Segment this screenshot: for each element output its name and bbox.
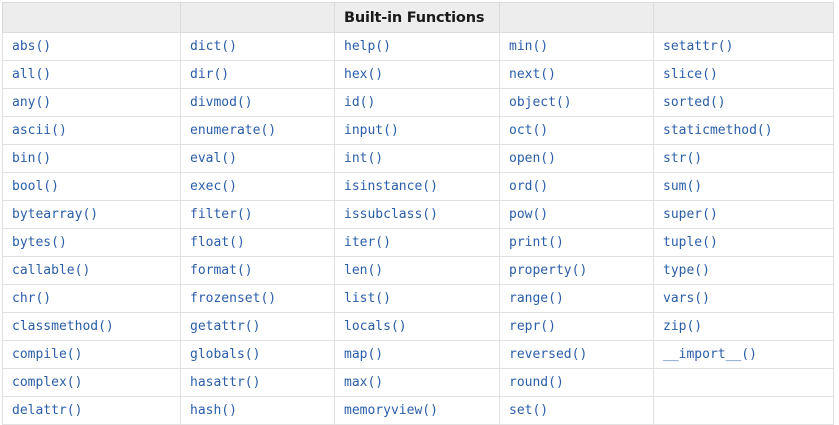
table-row: classmethod()getattr()locals()repr()zip(… bbox=[2, 312, 834, 341]
function-name-cell[interactable]: input() bbox=[334, 116, 500, 145]
empty-cell bbox=[653, 368, 834, 397]
function-name-cell[interactable]: dict() bbox=[180, 32, 335, 61]
function-name-cell[interactable]: issubclass() bbox=[334, 200, 500, 229]
table-row: bool()exec()isinstance()ord()sum() bbox=[2, 172, 834, 201]
function-name-cell[interactable]: vars() bbox=[653, 284, 834, 313]
function-name-cell[interactable]: ascii() bbox=[2, 116, 181, 145]
function-name-cell[interactable]: getattr() bbox=[180, 312, 335, 341]
table-row: bin()eval()int()open()str() bbox=[2, 144, 834, 173]
function-name-cell[interactable]: bool() bbox=[2, 172, 181, 201]
header-cell-empty-0 bbox=[2, 2, 181, 33]
table-header: Built-in Functions bbox=[2, 2, 834, 33]
function-name-cell[interactable]: callable() bbox=[2, 256, 181, 285]
function-name-cell[interactable]: all() bbox=[2, 60, 181, 89]
function-name-cell[interactable]: staticmethod() bbox=[653, 116, 834, 145]
function-name-cell[interactable]: range() bbox=[499, 284, 654, 313]
function-name-cell[interactable]: locals() bbox=[334, 312, 500, 341]
function-name-cell[interactable]: exec() bbox=[180, 172, 335, 201]
function-name-cell[interactable]: chr() bbox=[2, 284, 181, 313]
function-name-cell[interactable]: compile() bbox=[2, 340, 181, 369]
function-name-cell[interactable]: sorted() bbox=[653, 88, 834, 117]
table-header-row: Built-in Functions bbox=[2, 2, 834, 33]
function-name-cell[interactable]: slice() bbox=[653, 60, 834, 89]
function-name-cell[interactable]: bytearray() bbox=[2, 200, 181, 229]
function-name-cell[interactable]: print() bbox=[499, 228, 654, 257]
table-row: abs()dict()help()min()setattr() bbox=[2, 32, 834, 61]
function-name-cell[interactable]: type() bbox=[653, 256, 834, 285]
header-cell-empty-4 bbox=[653, 2, 834, 33]
function-name-cell[interactable]: property() bbox=[499, 256, 654, 285]
function-name-cell[interactable]: complex() bbox=[2, 368, 181, 397]
function-name-cell[interactable]: memoryview() bbox=[334, 396, 500, 425]
table-row: all()dir()hex()next()slice() bbox=[2, 60, 834, 89]
function-name-cell[interactable]: filter() bbox=[180, 200, 335, 229]
table-row: callable()format()len()property()type() bbox=[2, 256, 834, 285]
function-name-cell[interactable]: repr() bbox=[499, 312, 654, 341]
function-name-cell[interactable]: next() bbox=[499, 60, 654, 89]
table-row: bytearray()filter()issubclass()pow()supe… bbox=[2, 200, 834, 229]
table-row: compile()globals()map()reversed()__impor… bbox=[2, 340, 834, 369]
function-name-cell[interactable]: delattr() bbox=[2, 396, 181, 425]
function-name-cell[interactable]: list() bbox=[334, 284, 500, 313]
function-name-cell[interactable]: classmethod() bbox=[2, 312, 181, 341]
table-row: delattr()hash()memoryview()set() bbox=[2, 396, 834, 425]
function-name-cell[interactable]: pow() bbox=[499, 200, 654, 229]
function-name-cell[interactable]: oct() bbox=[499, 116, 654, 145]
function-name-cell[interactable]: format() bbox=[180, 256, 335, 285]
function-name-cell[interactable]: bin() bbox=[2, 144, 181, 173]
function-name-cell[interactable]: super() bbox=[653, 200, 834, 229]
table-row: ascii()enumerate()input()oct()staticmeth… bbox=[2, 116, 834, 145]
function-name-cell[interactable]: frozenset() bbox=[180, 284, 335, 313]
table-row: chr()frozenset()list()range()vars() bbox=[2, 284, 834, 313]
function-name-cell[interactable]: str() bbox=[653, 144, 834, 173]
function-name-cell[interactable]: abs() bbox=[2, 32, 181, 61]
function-name-cell[interactable]: dir() bbox=[180, 60, 335, 89]
empty-cell bbox=[653, 396, 834, 425]
function-name-cell[interactable]: zip() bbox=[653, 312, 834, 341]
function-name-cell[interactable]: iter() bbox=[334, 228, 500, 257]
function-name-cell[interactable]: bytes() bbox=[2, 228, 181, 257]
function-name-cell[interactable]: hasattr() bbox=[180, 368, 335, 397]
function-name-cell[interactable]: sum() bbox=[653, 172, 834, 201]
function-name-cell[interactable]: round() bbox=[499, 368, 654, 397]
function-name-cell[interactable]: object() bbox=[499, 88, 654, 117]
function-name-cell[interactable]: __import__() bbox=[653, 340, 834, 369]
function-name-cell[interactable]: divmod() bbox=[180, 88, 335, 117]
function-name-cell[interactable]: min() bbox=[499, 32, 654, 61]
function-name-cell[interactable]: hash() bbox=[180, 396, 335, 425]
function-name-cell[interactable]: any() bbox=[2, 88, 181, 117]
function-name-cell[interactable]: eval() bbox=[180, 144, 335, 173]
function-name-cell[interactable]: reversed() bbox=[499, 340, 654, 369]
function-name-cell[interactable]: globals() bbox=[180, 340, 335, 369]
table-body: abs()dict()help()min()setattr()all()dir(… bbox=[2, 32, 834, 425]
table-row: any()divmod()id()object()sorted() bbox=[2, 88, 834, 117]
function-name-cell[interactable]: hex() bbox=[334, 60, 500, 89]
function-name-cell[interactable]: enumerate() bbox=[180, 116, 335, 145]
function-name-cell[interactable]: tuple() bbox=[653, 228, 834, 257]
function-name-cell[interactable]: id() bbox=[334, 88, 500, 117]
page-title: Built-in Functions bbox=[334, 2, 500, 33]
function-name-cell[interactable]: max() bbox=[334, 368, 500, 397]
function-name-cell[interactable]: float() bbox=[180, 228, 335, 257]
function-name-cell[interactable]: help() bbox=[334, 32, 500, 61]
function-name-cell[interactable]: int() bbox=[334, 144, 500, 173]
header-cell-empty-1 bbox=[180, 2, 335, 33]
header-cell-empty-3 bbox=[499, 2, 654, 33]
function-name-cell[interactable]: ord() bbox=[499, 172, 654, 201]
function-name-cell[interactable]: setattr() bbox=[653, 32, 834, 61]
function-name-cell[interactable]: map() bbox=[334, 340, 500, 369]
function-name-cell[interactable]: set() bbox=[499, 396, 654, 425]
function-name-cell[interactable]: open() bbox=[499, 144, 654, 173]
table-row: complex()hasattr()max()round() bbox=[2, 368, 834, 397]
function-name-cell[interactable]: len() bbox=[334, 256, 500, 285]
table-row: bytes()float()iter()print()tuple() bbox=[2, 228, 834, 257]
function-name-cell[interactable]: isinstance() bbox=[334, 172, 500, 201]
